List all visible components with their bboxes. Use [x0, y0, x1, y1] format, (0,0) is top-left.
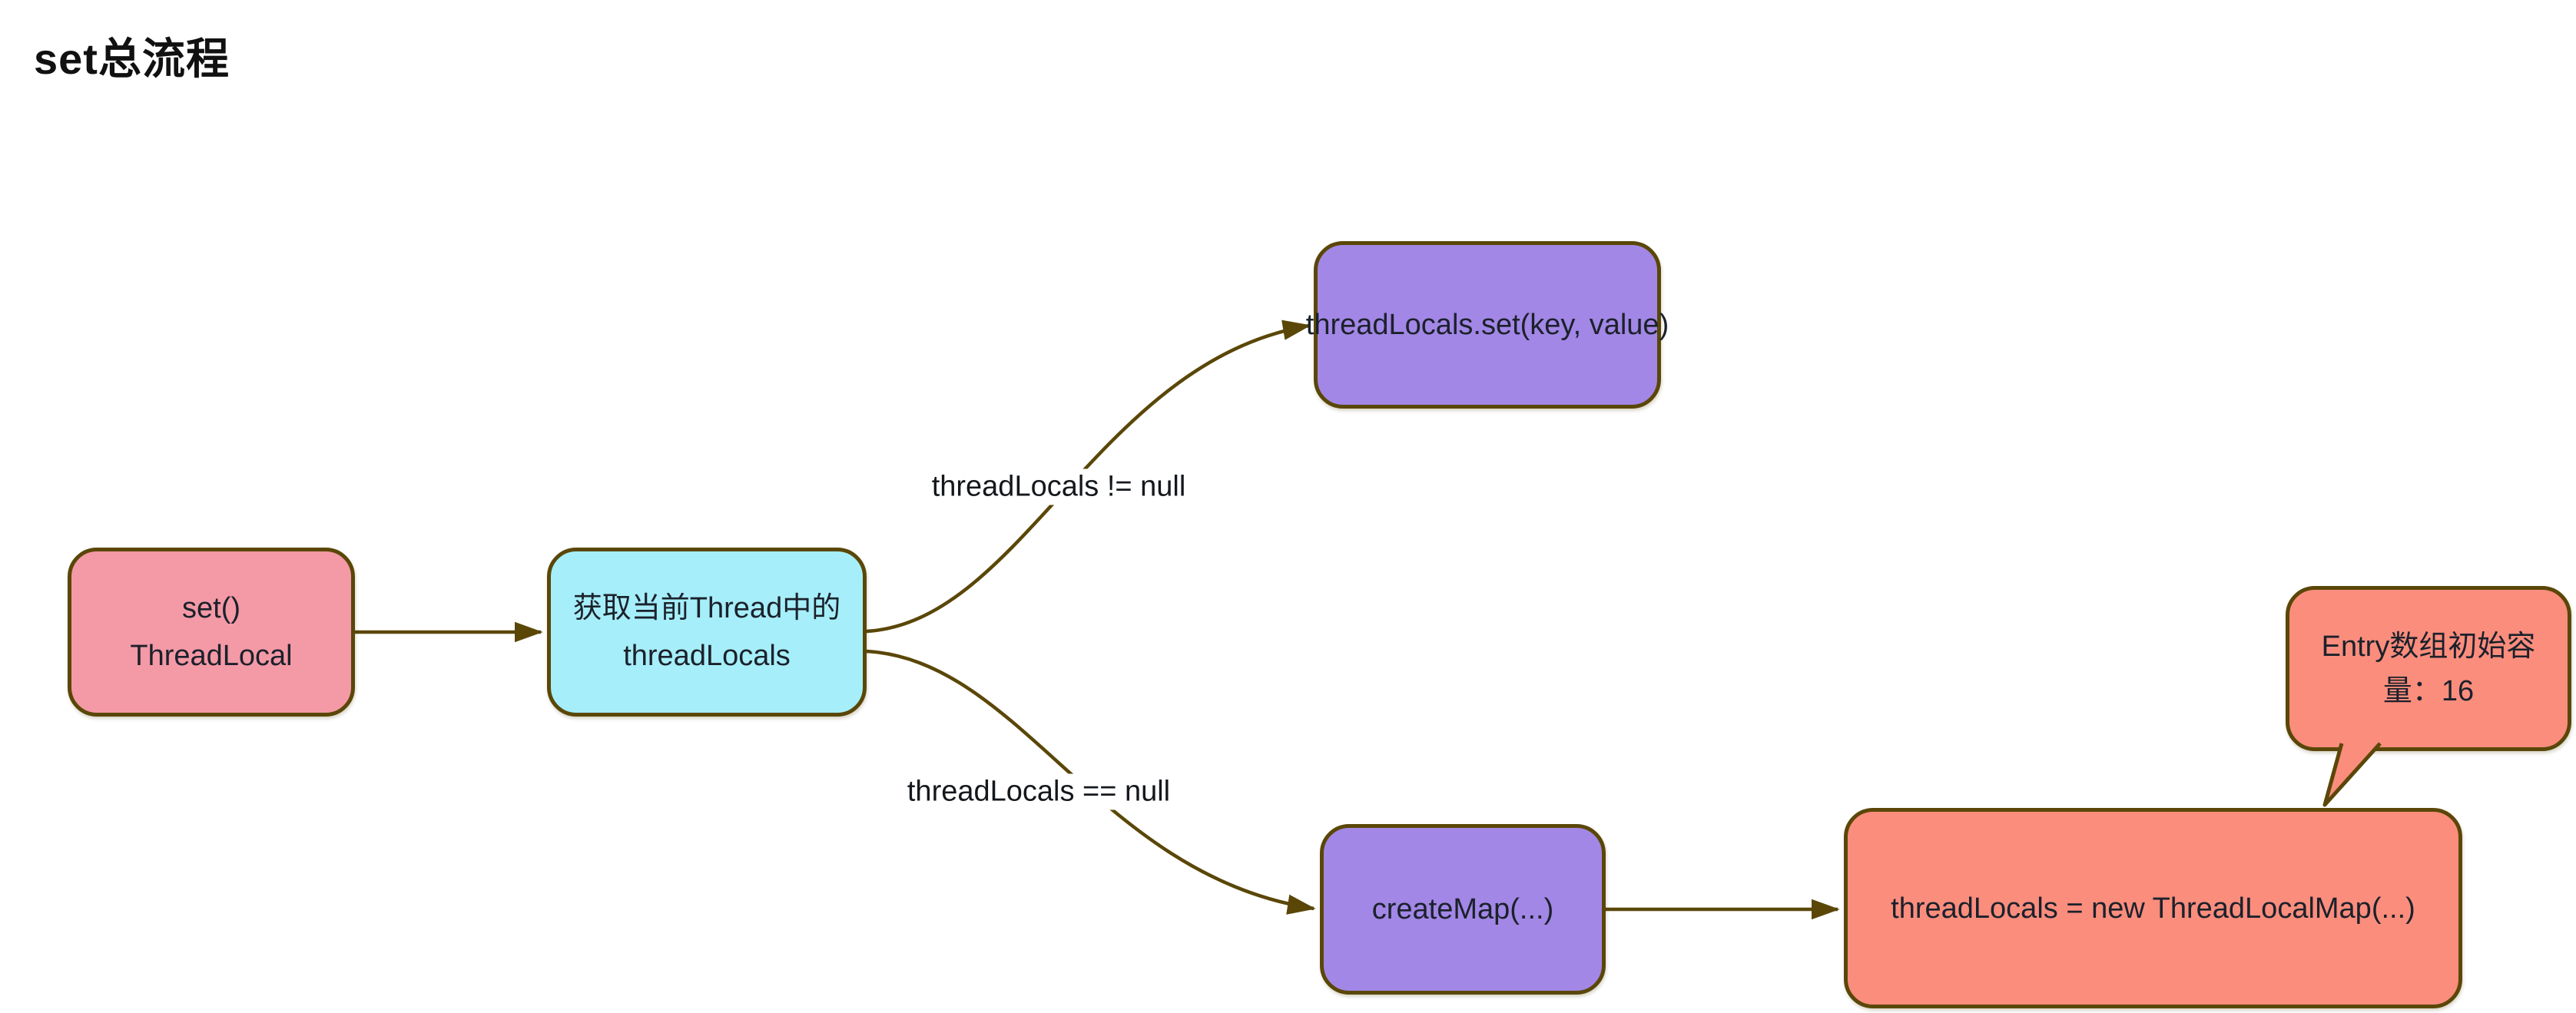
- node-threadlocals-set-label: threadLocals.set(key, value): [1305, 309, 1669, 341]
- page-title: set总流程: [34, 35, 230, 83]
- node-set-threadlocal-label: set() ThreadLocal: [130, 592, 293, 672]
- callout-entry-capacity-label: Entry数组初始容 量：16: [2321, 630, 2536, 707]
- callout-entry-capacity[interactable]: Entry数组初始容 量：16: [2286, 586, 2571, 751]
- node-new-threadlocalmap[interactable]: threadLocals = new ThreadLocalMap(...): [1844, 808, 2462, 1008]
- node-get-threadlocals-label: 获取当前Thread中的 threadLocals: [572, 592, 841, 672]
- node-threadlocals-set[interactable]: threadLocals.set(key, value): [1306, 241, 1669, 409]
- node-create-map[interactable]: createMap(...): [1320, 824, 1606, 995]
- node-set-threadlocal[interactable]: set() ThreadLocal: [68, 548, 355, 717]
- node-new-threadlocalmap-label: threadLocals = new ThreadLocalMap(...): [1891, 892, 2415, 925]
- node-create-map-label: createMap(...): [1371, 893, 1554, 925]
- edge-get-to-createmap: [866, 649, 1316, 915]
- edge-label-threadlocals-eq-null[interactable]: threadLocals == null: [899, 773, 1179, 810]
- edge-label-threadlocals-not-null[interactable]: threadLocals != null: [923, 468, 1194, 505]
- node-get-threadlocals[interactable]: 获取当前Thread中的 threadLocals: [547, 548, 867, 717]
